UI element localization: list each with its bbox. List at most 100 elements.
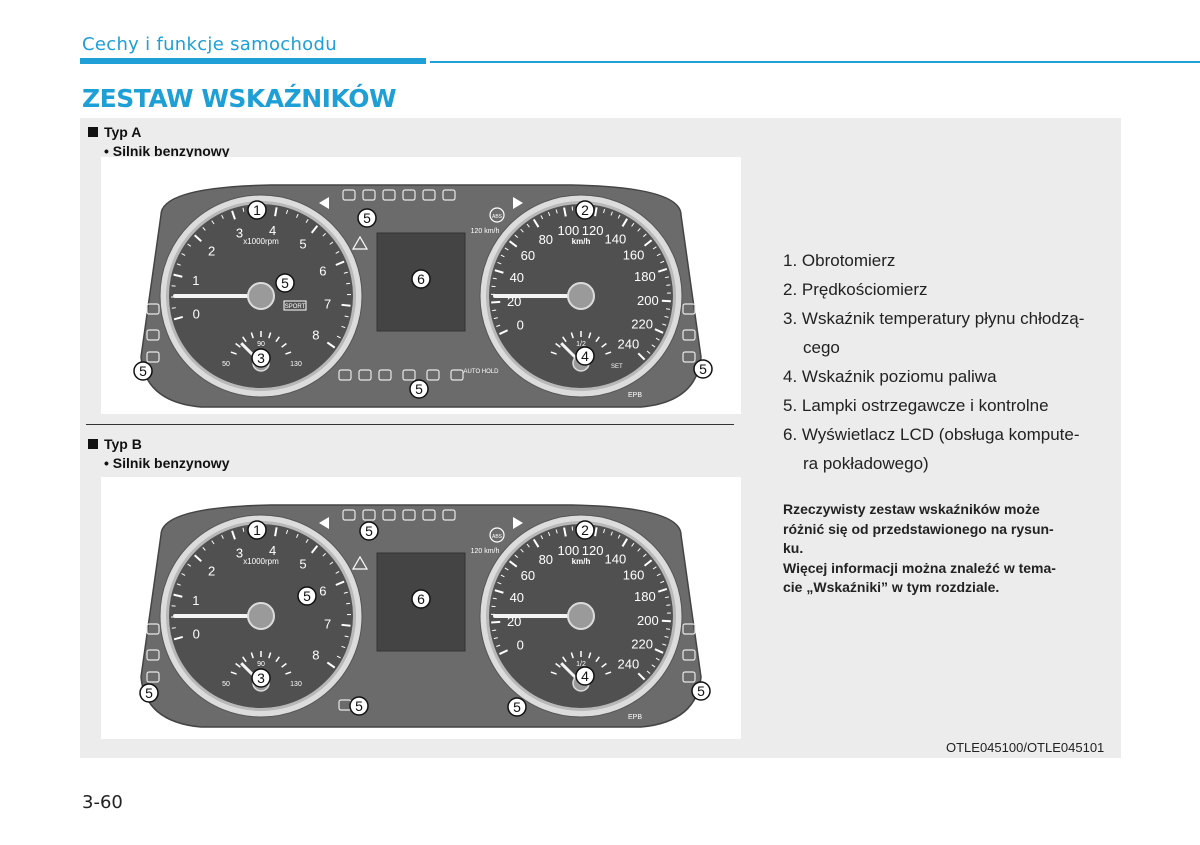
temp-gauge-mid-label: 90 <box>257 341 265 348</box>
callout-label: 5 <box>697 683 705 699</box>
speedometer-hub <box>568 603 594 629</box>
legend-list: 1. Obrotomierz 2. Prędkościomierz 3. Wsk… <box>783 246 1113 478</box>
callout-label: 5 <box>699 361 707 377</box>
speedometer-tick <box>666 309 670 310</box>
speedometer-tick-label: 60 <box>521 248 535 263</box>
legend-item-6: 6. Wyświetlacz LCD (obsługa kompute- <box>783 420 1113 449</box>
callout-label: 5 <box>281 275 289 291</box>
callout-label: 1 <box>253 522 261 538</box>
temp-gauge-high-label: 130 <box>290 361 302 368</box>
speedometer-tick <box>662 301 671 302</box>
auto-hold-label: AUTO HOLD <box>464 369 500 375</box>
tachometer-tick-label: 4 <box>269 223 276 238</box>
callout-label: 5 <box>355 698 363 714</box>
speedometer-tick <box>492 310 496 311</box>
callout-label: 2 <box>581 202 589 218</box>
abs-label: ABS <box>492 534 503 540</box>
type-b-subheading: • Silnik benzynowy <box>104 455 229 471</box>
callout-label: 2 <box>581 522 589 538</box>
tachometer-unit: x1000rpm <box>243 557 279 566</box>
cluster-panel-a: 012345678x1000rpmSPORT509013002040608010… <box>101 157 741 414</box>
epb-label: EPB <box>628 714 642 721</box>
note: Rzeczywisty zestaw wskaźników może różni… <box>783 500 1113 598</box>
callout-label: 6 <box>417 591 425 607</box>
legend-item-2: 2. Prędkościomierz <box>783 275 1113 304</box>
temp-gauge-mid-label: 90 <box>257 661 265 668</box>
section-header: Cechy i funkcje samochodu <box>82 34 337 55</box>
speedometer-tick-label: 0 <box>517 317 524 332</box>
callout-label: 4 <box>581 668 589 684</box>
speedometer-tick-label: 140 <box>604 551 626 566</box>
speedometer-unit: km/h <box>572 237 591 246</box>
cluster-panel-b: 012345678x1000rpm50901300204060801001201… <box>101 477 741 739</box>
cluster-b: 012345678x1000rpm50901300204060801001201… <box>101 477 741 739</box>
speedometer-tick-label: 60 <box>521 568 535 583</box>
tachometer-unit: x1000rpm <box>243 237 279 246</box>
tachometer-tick-label: 2 <box>208 564 215 579</box>
speedometer-tick-label: 100 <box>558 223 580 238</box>
note-line: Rzeczywisty zestaw wskaźników może <box>783 500 1113 520</box>
legend-item-1: 1. Obrotomierz <box>783 246 1113 275</box>
speedometer-tick-label: 140 <box>604 231 626 246</box>
square-bullet-icon <box>88 439 98 449</box>
legend-item-3-cont: cego <box>783 333 1113 362</box>
speedometer-tick-label: 200 <box>637 613 659 628</box>
legend-item-6-cont: ra pokładowego) <box>783 449 1113 478</box>
abs-label: ABS <box>492 214 503 220</box>
tachometer-tick-label: 5 <box>299 557 306 572</box>
note-line: różnić się od przedstawionego na rysun- <box>783 520 1113 540</box>
speedometer-tick-label: 220 <box>631 316 653 331</box>
speedometer-hub <box>568 283 594 309</box>
divider <box>86 424 734 425</box>
legend-item-3: 3. Wskaźnik temperatury płynu chłodzą- <box>783 304 1113 333</box>
header-rule <box>430 61 1200 63</box>
callout-label: 5 <box>513 699 521 715</box>
tachometer-tick-label: 5 <box>299 237 306 252</box>
speedometer-tick-label: 40 <box>510 270 524 285</box>
tachometer-tick-label: 7 <box>324 296 331 311</box>
speedometer-tick-label: 80 <box>539 552 553 567</box>
tachometer-hub <box>248 603 274 629</box>
tachometer-tick <box>342 305 351 306</box>
speedometer-tick-label: 200 <box>637 293 659 308</box>
speedometer-tick <box>662 621 671 622</box>
speedometer-tick-label: 220 <box>631 636 653 651</box>
legend-item-4: 4. Wskaźnik poziomu paliwa <box>783 362 1113 391</box>
tachometer-tick-label: 3 <box>236 226 243 241</box>
speedometer-tick-label: 240 <box>618 336 640 351</box>
tachometer-tick-label: 1 <box>192 273 199 288</box>
tachometer-tick-label: 0 <box>193 306 200 321</box>
callout-label: 5 <box>363 210 371 226</box>
speedometer-tick-label: 120 <box>582 543 604 558</box>
speedometer-tick <box>491 302 500 303</box>
tachometer-tick-label: 6 <box>319 263 326 278</box>
temp-gauge-low-label: 50 <box>222 361 230 368</box>
tachometer-tick-label: 8 <box>312 647 319 662</box>
tachometer-tick <box>172 308 176 309</box>
speedometer-tick <box>491 622 500 623</box>
speedometer-tick <box>666 629 670 630</box>
speedometer-secondary-label: 120 km/h <box>471 548 500 555</box>
note-line: ku. <box>783 539 1113 559</box>
type-b-heading: Typ B <box>88 436 142 452</box>
tachometer-hub <box>248 283 274 309</box>
set-label: SET <box>611 364 623 370</box>
callout-label: 5 <box>145 685 153 701</box>
note-line: cie „Wskaźniki” w tym rozdziale. <box>783 578 1113 598</box>
tachometer-tick-label: 7 <box>324 616 331 631</box>
figure-code: OTLE045100/OTLE045101 <box>946 740 1104 755</box>
temp-gauge-low-label: 50 <box>222 681 230 688</box>
tachometer-tick <box>172 628 176 629</box>
speedometer-tick <box>492 630 496 631</box>
tachometer-tick-label: 8 <box>312 327 319 342</box>
speedometer-tick-label: 160 <box>623 247 645 262</box>
square-bullet-icon <box>88 127 98 137</box>
note-line: Więcej informacji można znaleźć w tema- <box>783 559 1113 579</box>
cluster-a: 012345678x1000rpmSPORT509013002040608010… <box>101 157 741 414</box>
tachometer-tick-label: 4 <box>269 543 276 558</box>
speedometer-tick-label: 160 <box>623 567 645 582</box>
tachometer-tick-label: 0 <box>193 626 200 641</box>
temp-gauge-high-label: 130 <box>290 681 302 688</box>
sport-label: SPORT <box>285 304 306 310</box>
tachometer-tick <box>346 603 350 604</box>
